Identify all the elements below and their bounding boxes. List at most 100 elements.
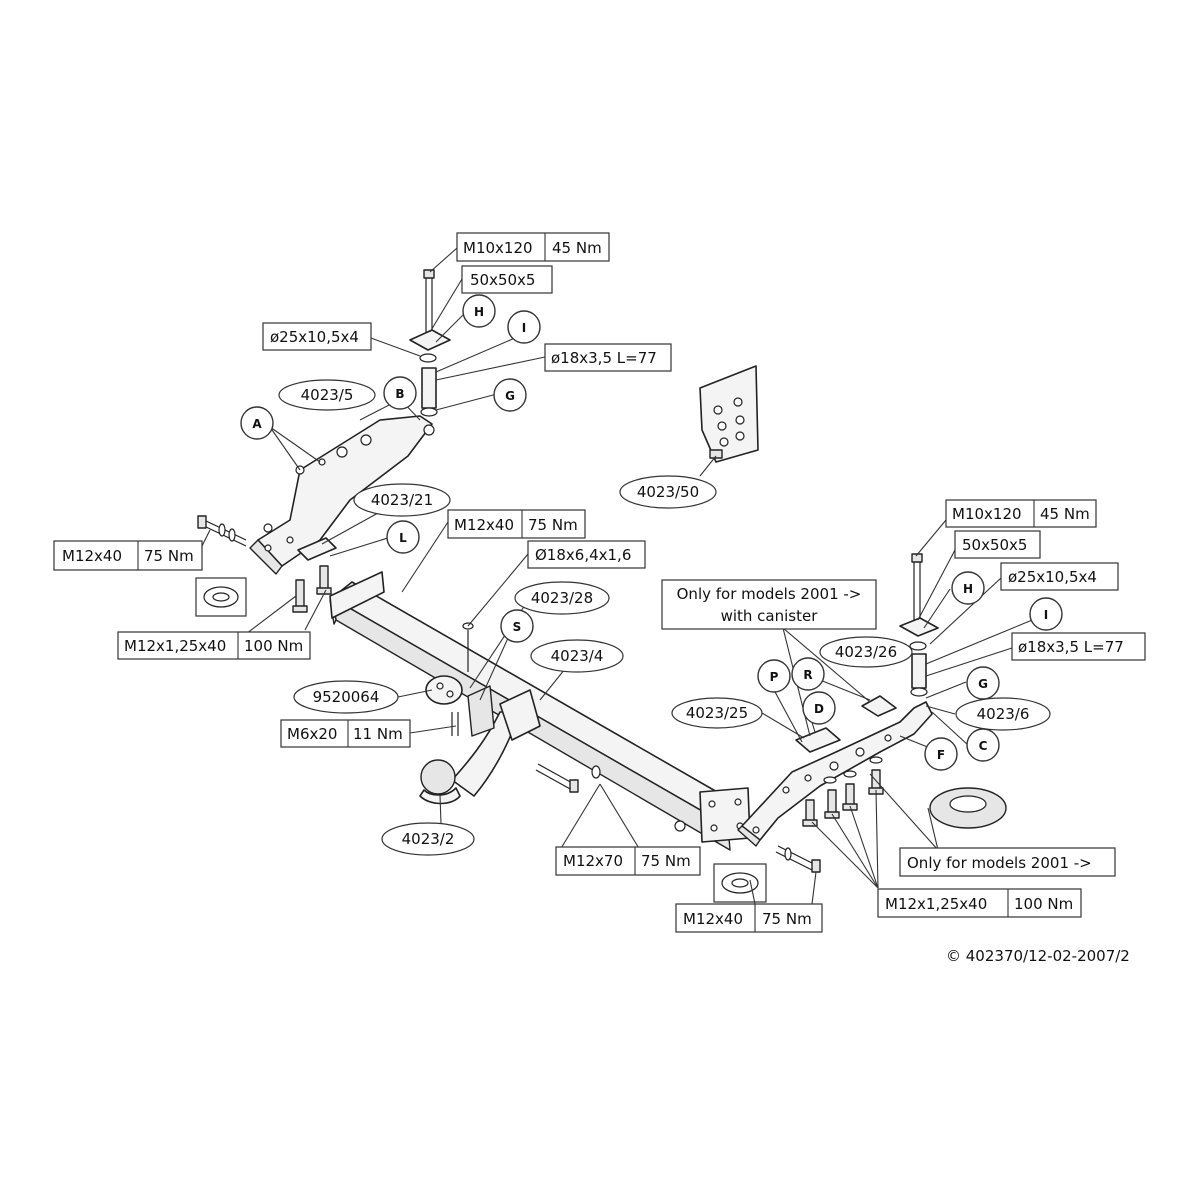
svg-text:M12x40: M12x40: [62, 547, 122, 565]
callout-i-right: I: [1029, 597, 1063, 631]
part-socket: 9520064: [293, 680, 399, 714]
spec-top-right-washer: ø25x10,5x4: [1000, 562, 1119, 591]
spec-canister-note: Only for models 2001 -> with canister: [661, 579, 877, 630]
svg-text:B: B: [395, 387, 404, 401]
spec-ball-bolt: M6x20 11 Nm: [280, 719, 411, 748]
svg-text:M12x1,25x40: M12x1,25x40: [885, 895, 987, 913]
leader-lines: [197, 247, 1038, 905]
bottom-bolt: [535, 763, 601, 793]
svg-text:M12x40: M12x40: [683, 910, 743, 928]
svg-text:ø25x10,5x4: ø25x10,5x4: [1008, 568, 1097, 586]
callout-g-right: G: [966, 666, 1000, 700]
spec-top-right-bolt: M10x120 45 Nm: [945, 499, 1097, 528]
svg-text:4023/25: 4023/25: [686, 704, 748, 722]
callout-h-right: H: [951, 571, 985, 605]
spec-center-bolt: M12x40 75 Nm: [447, 509, 586, 539]
svg-text:ø18x3,5 L=77: ø18x3,5 L=77: [1018, 638, 1124, 656]
callout-s: S: [500, 609, 534, 643]
part-left-bracket: 4023/5: [278, 379, 376, 411]
left-end-plate: [329, 571, 385, 619]
svg-text:H: H: [963, 582, 973, 596]
svg-text:L: L: [399, 531, 407, 545]
svg-text:Only for models 2001 ->: Only for models 2001 ->: [677, 585, 862, 603]
svg-text:M12x40: M12x40: [454, 516, 514, 534]
svg-text:4023/6: 4023/6: [977, 705, 1030, 723]
spec-bottom-bolt: M12x70 75 Nm: [555, 846, 701, 876]
spec-left-bolt: M12x40 75 Nm: [53, 540, 203, 571]
svg-text:45 Nm: 45 Nm: [1040, 505, 1090, 523]
callout-d: D: [802, 691, 836, 725]
svg-text:M10x120: M10x120: [463, 239, 533, 257]
svg-text:ø18x3,5 L=77: ø18x3,5 L=77: [551, 349, 657, 367]
callout-g-left: G: [493, 378, 527, 412]
left-lock-washer: [195, 577, 247, 617]
svg-text:75 Nm: 75 Nm: [528, 516, 578, 534]
right-bolt: [775, 845, 821, 873]
callout-h-left: H: [462, 294, 496, 328]
svg-text:with canister: with canister: [721, 607, 819, 625]
part-right-bracket: 4023/6: [955, 697, 1051, 731]
part-electric-plate: 4023/50: [619, 475, 717, 509]
svg-text:11 Nm: 11 Nm: [353, 725, 403, 743]
svg-text:H: H: [474, 305, 484, 319]
spec-top-right-spacer: ø18x3,5 L=77: [1011, 632, 1146, 661]
drawing-parts: [195, 269, 1007, 903]
svg-text:45 Nm: 45 Nm: [552, 239, 602, 257]
spec-models-note: Only for models 2001 ->: [899, 847, 1116, 877]
callout-l: L: [386, 520, 420, 554]
right-plate-d: [795, 727, 841, 753]
svg-text:ø25x10,5x4: ø25x10,5x4: [270, 328, 359, 346]
svg-text:4023/4: 4023/4: [551, 647, 604, 665]
part-left-plate: 4023/21: [353, 483, 451, 517]
left-lower-bolts: [292, 565, 332, 613]
right-lock-washer-large: [929, 787, 1007, 829]
part-clamp: 4023/28: [514, 581, 610, 615]
svg-text:50x50x5: 50x50x5: [962, 536, 1027, 554]
callout-f: F: [924, 737, 958, 771]
svg-text:Ø18x6,4x1,6: Ø18x6,4x1,6: [535, 546, 631, 564]
nut-crossbar: [674, 820, 686, 832]
svg-text:9520064: 9520064: [313, 688, 380, 706]
svg-text:S: S: [513, 620, 522, 634]
callout-b: B: [383, 376, 417, 410]
top-right-bolt-stack: [899, 553, 939, 697]
spec-top-left-plate: 50x50x5: [461, 265, 553, 294]
left-plate: [297, 537, 337, 561]
right-plate-r: [861, 695, 897, 717]
svg-text:75 Nm: 75 Nm: [144, 547, 194, 565]
svg-text:4023/5: 4023/5: [301, 386, 354, 404]
ball-neck: [419, 685, 541, 805]
svg-text:75 Nm: 75 Nm: [641, 852, 691, 870]
left-bracket: [249, 415, 433, 575]
right-bracket: [737, 701, 933, 847]
svg-text:4023/28: 4023/28: [531, 589, 593, 607]
svg-text:4023/21: 4023/21: [371, 491, 433, 509]
svg-text:100 Nm: 100 Nm: [1014, 895, 1073, 913]
svg-text:G: G: [505, 389, 515, 403]
part-right-plate: 4023/26: [819, 636, 913, 668]
spec-left-bolts-bottom: M12x1,25x40 100 Nm: [117, 631, 311, 660]
svg-text:M10x120: M10x120: [952, 505, 1022, 523]
part-crossbar: 4023/4: [530, 639, 624, 673]
svg-text:100 Nm: 100 Nm: [244, 637, 303, 655]
svg-text:G: G: [978, 677, 988, 691]
part-ball: 4023/2: [381, 822, 475, 856]
spec-right-bolts-bottom: M12x1,25x40 100 Nm: [877, 888, 1082, 918]
top-left-bolt-stack: [409, 269, 451, 436]
callout-i-left: I: [507, 310, 541, 344]
callout-r: R: [791, 657, 825, 691]
spec-center-spacer: Ø18x6,4x1,6: [527, 540, 646, 569]
svg-text:I: I: [1044, 608, 1048, 622]
svg-text:F: F: [937, 748, 945, 762]
svg-text:4023/50: 4023/50: [637, 483, 699, 501]
svg-text:I: I: [522, 321, 526, 335]
svg-text:M12x70: M12x70: [563, 852, 623, 870]
svg-text:P: P: [770, 670, 779, 684]
svg-text:R: R: [803, 668, 812, 682]
right-lock-washer-small: [713, 863, 767, 903]
svg-text:75 Nm: 75 Nm: [762, 910, 812, 928]
spec-top-left-bolt: M10x120 45 Nm: [456, 232, 610, 262]
socket-plate: [425, 675, 463, 736]
svg-text:4023/2: 4023/2: [402, 830, 455, 848]
